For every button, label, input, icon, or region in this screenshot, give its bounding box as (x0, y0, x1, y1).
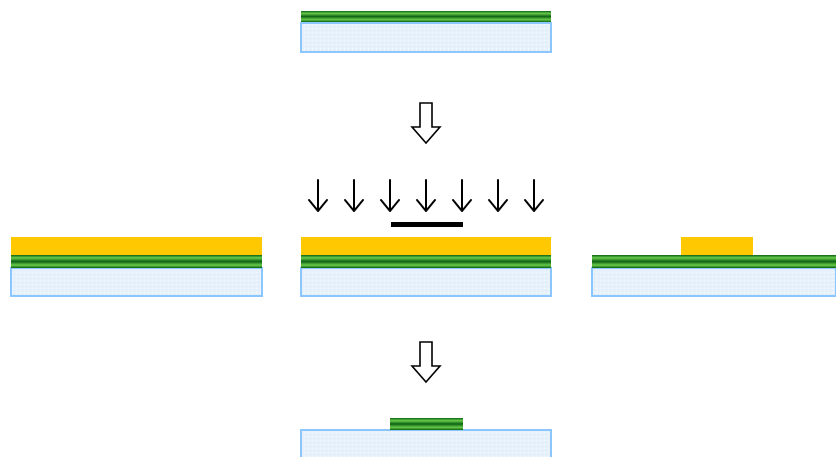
uv-light-arrow-icon (416, 179, 436, 212)
photoresist (11, 237, 262, 255)
substrate (10, 267, 263, 297)
green-film (592, 255, 836, 268)
substrate (300, 267, 552, 297)
process-arrow-icon (410, 102, 442, 145)
uv-light-arrow-icon (380, 179, 400, 212)
uv-light-arrow-icon (524, 179, 544, 212)
substrate (591, 267, 836, 297)
substrate (300, 429, 552, 457)
green-film (301, 11, 551, 22)
uv-light-arrow-icon (488, 179, 508, 212)
green-film (390, 418, 463, 430)
substrate (300, 22, 552, 53)
patterned-photoresist (681, 237, 753, 255)
uv-light-arrow-icon (452, 179, 472, 212)
uv-light-arrow-icon (344, 179, 364, 212)
uv-light-arrow-icon (308, 179, 328, 212)
photoresist (301, 237, 551, 255)
process-arrow-icon (410, 341, 442, 384)
photomask (391, 222, 463, 227)
green-film (301, 255, 551, 268)
green-film (11, 255, 262, 268)
